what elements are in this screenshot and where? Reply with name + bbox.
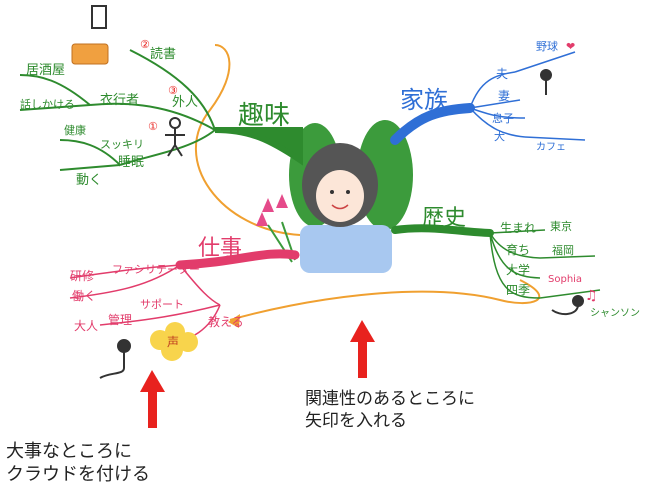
- association-line-top: [194, 44, 301, 236]
- history-fuku: 福岡: [552, 243, 574, 257]
- stick-figure-icon: [165, 117, 185, 157]
- family-son: 息子: [492, 111, 514, 125]
- hobby-talk: 話しかける: [20, 97, 75, 111]
- history-tokyo: 東京: [550, 219, 572, 233]
- hobby-kind: 衣行者: [100, 92, 139, 108]
- work-hataraku: 働く: [72, 289, 96, 303]
- history-sub-branches: [489, 229, 601, 299]
- branch-title-history: 歴史: [422, 206, 466, 231]
- red-arrow-up-right: [350, 320, 375, 378]
- branch-work: [175, 249, 300, 270]
- work-training: 研修: [70, 268, 94, 283]
- cloud-highlight: [150, 322, 198, 361]
- family-dog: 犬: [494, 129, 505, 143]
- hobby-sukkiri: スッキリ: [100, 138, 144, 151]
- cloud-note-line2: クラウドを付ける: [6, 464, 150, 486]
- hobby-num-1: ①: [148, 120, 158, 133]
- hobby-num-3: ③: [168, 84, 178, 97]
- arrow-note: 関連性のあるところに 矢印を入れる: [305, 388, 475, 432]
- work-adult: 大人: [74, 319, 98, 333]
- family-heart: ❤: [566, 40, 575, 53]
- microphone-icon: [540, 69, 552, 95]
- work-support: サポート: [140, 298, 184, 311]
- work-voice: 声: [167, 335, 179, 349]
- work-mgmt: 管理: [108, 312, 132, 327]
- branch-title-family: 家族: [400, 86, 448, 114]
- family-pet: 野球: [536, 39, 558, 53]
- association-arrowhead: [228, 314, 240, 328]
- cloud-note: 大事なところに クラウドを付ける: [6, 440, 150, 487]
- branch-hobby: [214, 127, 303, 166]
- hobby-izakaya: 居酒屋: [26, 63, 65, 78]
- hobby-sleep: 睡眠: [118, 155, 144, 170]
- arrow-note-line2: 矢印を入れる: [305, 411, 407, 432]
- branch-family: [390, 103, 475, 145]
- book-icon: [71, 43, 109, 65]
- music-note-icon: ♫: [585, 288, 598, 304]
- history-born: 生まれ: [500, 221, 536, 235]
- microphone-icon-2: [99, 339, 131, 379]
- hobby-move: 動く: [76, 173, 102, 188]
- red-arrow-up-left: [140, 370, 165, 428]
- cloud-note-line1: 大事なところに: [6, 441, 132, 462]
- history-sophia: Sophia: [548, 274, 582, 285]
- branch-history: [391, 224, 494, 237]
- history-shiki: 四季: [506, 283, 530, 297]
- work-facil: ファシリテーター: [112, 263, 200, 276]
- branch-title-work: 仕事: [198, 236, 242, 261]
- hobby-health: 健康: [64, 123, 86, 137]
- history-grow: 育ち: [506, 242, 530, 257]
- arrow-note-line1: 関連性のあるところに: [305, 389, 475, 409]
- door-icon: [91, 5, 107, 29]
- center-image: [256, 120, 413, 273]
- family-cafe: カフェ: [536, 141, 566, 153]
- work-teach: 教える: [208, 314, 244, 329]
- work-sub-branches: [69, 264, 221, 346]
- hobby-num-2: ②: [140, 38, 150, 51]
- family-husband: 夫: [496, 67, 508, 81]
- hobby-gaijin: 外人: [172, 95, 198, 110]
- family-wife: 妻: [498, 89, 510, 103]
- family-sub-branches: [469, 51, 586, 141]
- history-univ: 大学: [506, 262, 530, 277]
- history-chanson: シャンソン: [590, 308, 640, 319]
- hobby-reading: 読書: [150, 46, 176, 62]
- microphone-icon-3: [551, 295, 584, 316]
- association-line-bottom: [229, 279, 541, 321]
- branch-title-hobby: 趣味: [238, 101, 290, 131]
- hobby-sub-branches: [19, 49, 216, 171]
